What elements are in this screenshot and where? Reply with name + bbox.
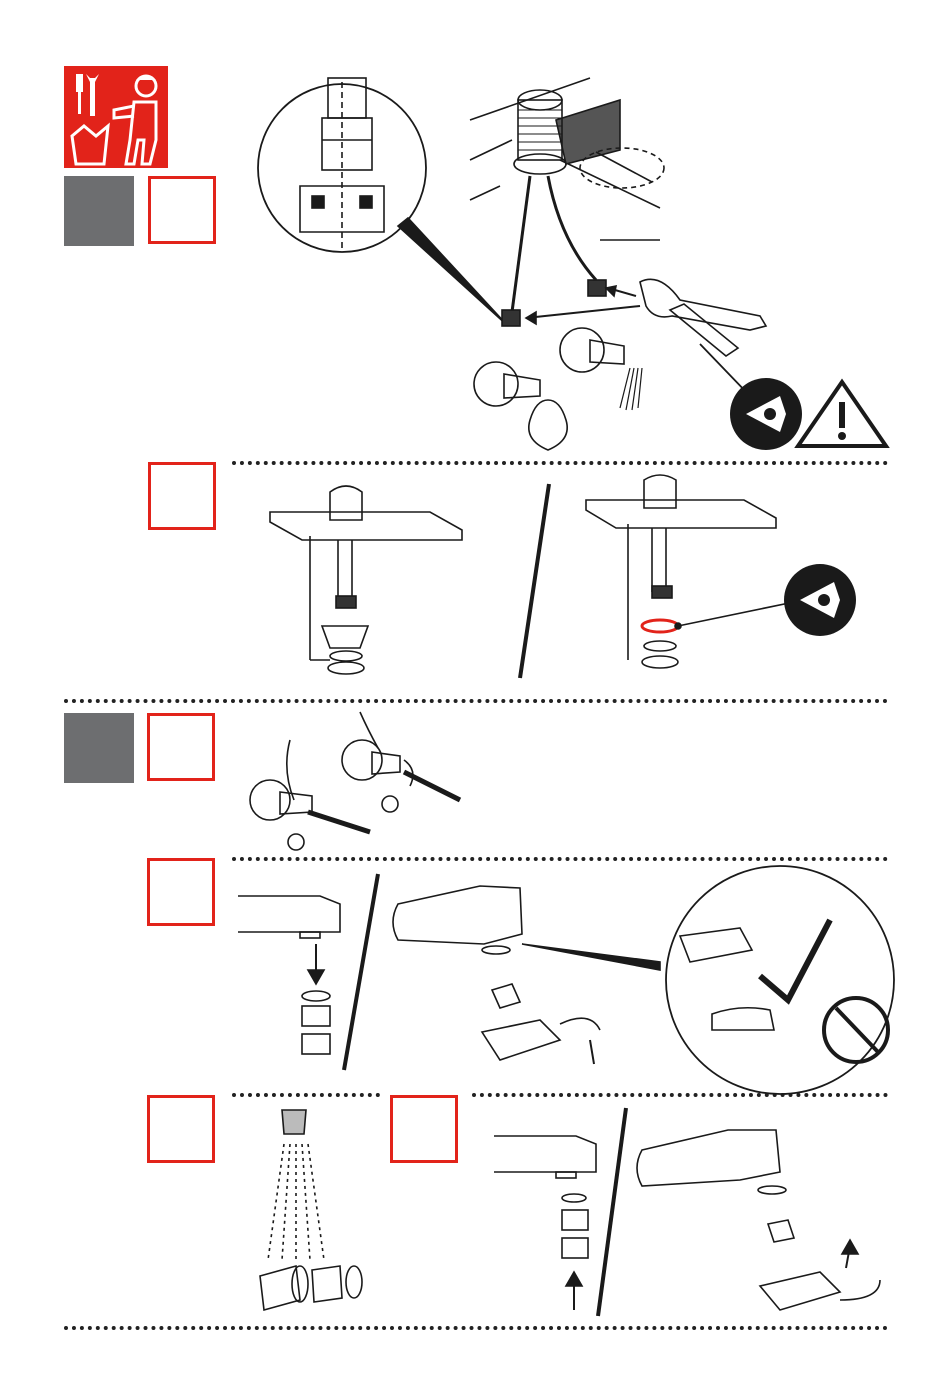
step5-illustration bbox=[260, 1110, 362, 1310]
step6-illustration bbox=[494, 1108, 880, 1316]
step3-illustration bbox=[250, 712, 460, 850]
step4-illustration bbox=[238, 866, 894, 1094]
step1-illustration bbox=[258, 78, 766, 450]
step2-illustration bbox=[270, 475, 794, 678]
